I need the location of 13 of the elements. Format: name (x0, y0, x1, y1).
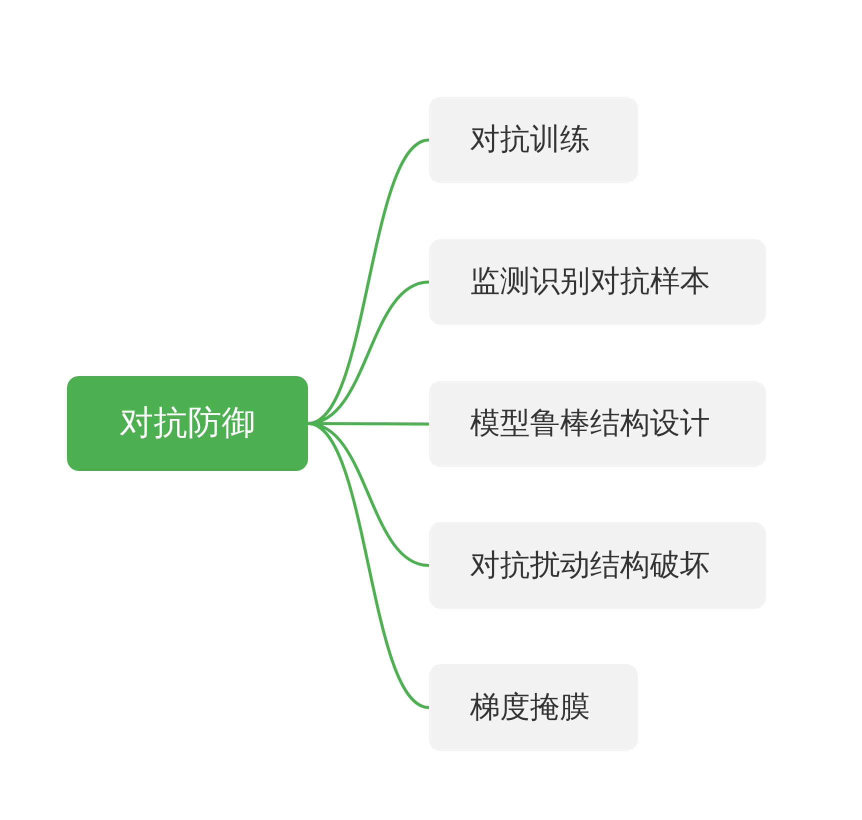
subtopic-box (429, 97, 638, 183)
central-topic-box (67, 376, 308, 471)
subtopic-label: 对抗训练 (470, 122, 590, 158)
subtopic-label: 梯度掩膜 (470, 690, 590, 726)
subtopic-box (429, 522, 766, 609)
subtopic-box (429, 239, 766, 325)
central-topic-label: 对抗防御 (120, 403, 256, 444)
subtopic-box (429, 381, 766, 467)
subtopic-label: 监测识别对抗样本 (470, 264, 710, 300)
subtopic-box (429, 664, 638, 751)
branch-connector (306, 422, 430, 709)
subtopic-label: 模型鲁棒结构设计 (470, 406, 710, 442)
subtopic-label: 对抗扰动结构破坏 (470, 548, 710, 584)
